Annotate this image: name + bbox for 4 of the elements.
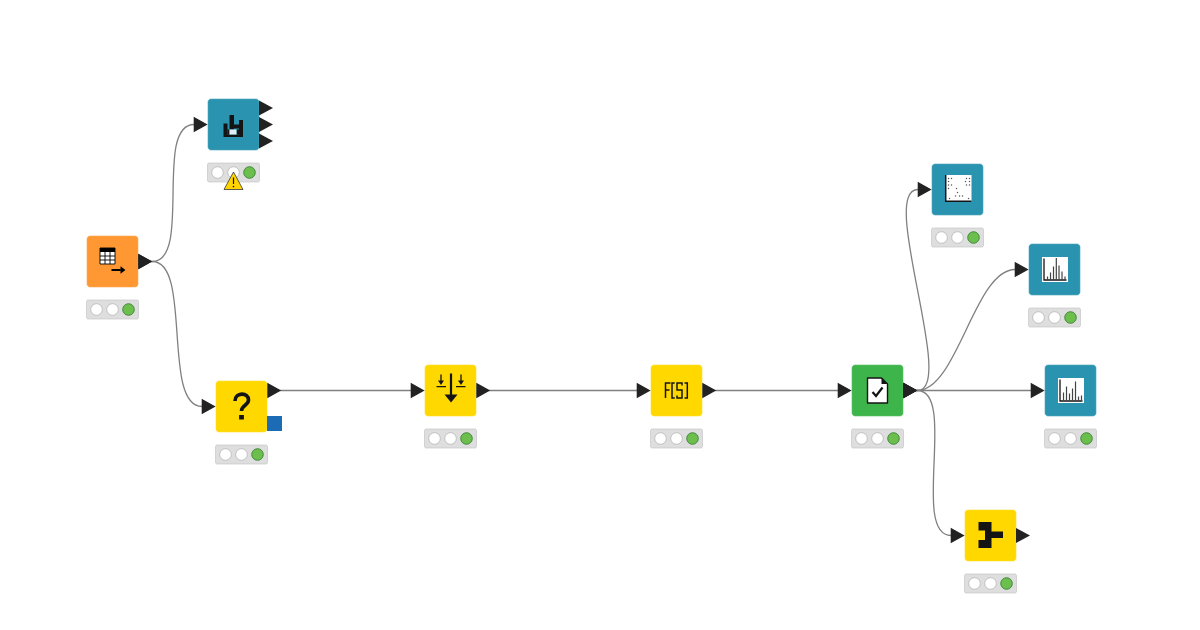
node-box (650, 364, 703, 417)
node-box (215, 380, 268, 433)
node-box (424, 364, 477, 417)
node-box (207, 98, 260, 151)
